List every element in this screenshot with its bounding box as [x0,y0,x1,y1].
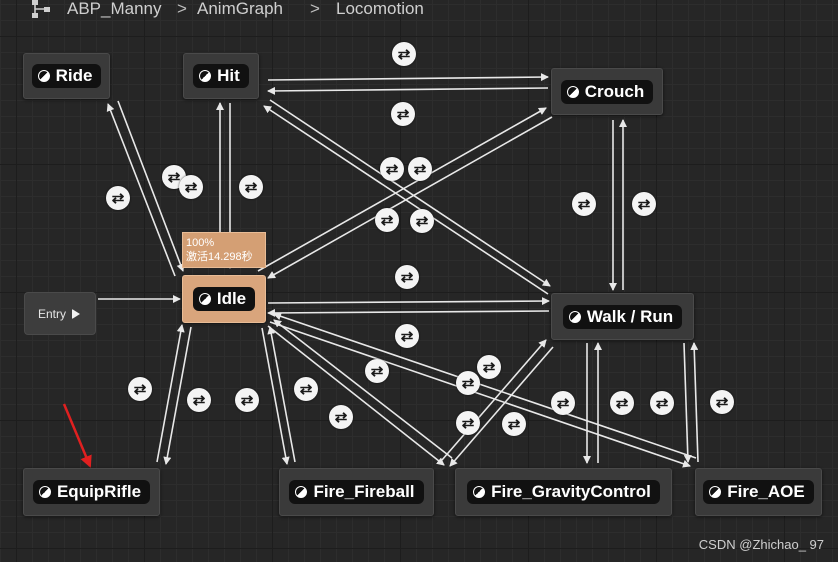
transition-rule-icon[interactable] [610,391,634,415]
transition-rule-icon[interactable] [408,157,432,181]
entry-output-pin[interactable] [72,308,81,319]
transition-rule-icon[interactable] [380,157,404,181]
wire-idle-crouch [257,107,547,272]
state-icon [38,486,51,498]
wire-hit-crouch [267,73,549,82]
wire-idle-walk [267,297,550,306]
state-label-fire-fireball: Fire_Fireball [313,482,415,501]
transition-rule-icon[interactable] [375,208,399,232]
wire-crouch-idle [267,116,553,279]
entry-label: Entry [38,306,67,321]
wire-walk-idle [267,308,550,317]
transition-rule-icon[interactable] [456,371,480,395]
wire-idle-gravity [267,325,445,466]
breadcrumb-separator: > [177,0,187,18]
wire-idle-equip [163,326,192,465]
transition-rule-icon[interactable] [294,377,318,401]
watermark: CSDN @Zhichao_ 97 [698,537,824,552]
transition-rule-icon[interactable] [179,175,203,199]
wire-idle-aoe [269,321,691,468]
transition-rule-icon[interactable] [239,175,263,199]
transition-rule-icon[interactable] [502,412,526,436]
state-node-crouch[interactable]: Crouch [551,68,663,115]
state-icon [295,486,308,498]
breadcrumb: ABP_Manny > AnimGraph > Locomotion [0,0,460,22]
transition-rule-icon[interactable] [106,186,130,210]
transition-rule-icon[interactable] [235,388,259,412]
state-icon [37,70,50,82]
transition-rule-icon[interactable] [128,377,152,401]
wire-aoe-walk [690,342,699,463]
transition-rule-icon[interactable] [365,359,389,383]
wire-gravity-walk [441,339,547,461]
wire-walk-gravity [449,346,554,467]
state-machine-icon [32,0,50,18]
state-label-walk-run: Walk / Run [586,306,674,326]
transition-rule-icon[interactable] [551,391,575,415]
transition-rule-icon[interactable] [650,391,674,415]
state-icon [568,310,581,323]
state-label-ride: Ride [55,66,93,85]
transition-rule-icon[interactable] [710,390,734,414]
state-icon [198,293,211,305]
wire-hit-walk [269,99,551,287]
breadcrumb-separator: > [310,0,320,18]
transition-rule-icon[interactable] [632,192,656,216]
wire-fireball-idle [267,326,296,463]
wire-gravity-idle [273,319,453,459]
state-node-fire-gravity-control[interactable]: Fire_GravityControl [455,468,672,516]
state-icon [566,85,579,98]
transition-rule-icon[interactable] [391,102,415,126]
transition-rule-icon[interactable] [410,209,434,233]
wire-ride-idle [117,100,185,272]
state-node-fire-aoe[interactable]: Fire_AOE [695,468,822,516]
wire-equip-idle [156,324,185,463]
transition-rule-icon[interactable] [187,388,211,412]
active-state-tooltip: 100% 激活14.298秒 [182,232,266,268]
breadcrumb-anim-blueprint[interactable]: ABP_Manny [67,0,162,18]
wire-aoe-idle [273,312,697,459]
transition-rule-icon[interactable] [572,192,596,216]
transition-rule-icon[interactable] [392,42,416,66]
state-label-equip-rifle: EquipRifle [56,482,142,501]
state-node-ride[interactable]: Ride [23,53,110,99]
wire-idle-fireball [261,327,290,465]
state-label-hit: Hit [217,66,240,85]
state-label-fire-aoe: Fire_AOE [727,482,805,501]
transition-rule-icon[interactable] [329,405,353,429]
active-time: 激活14.298秒 [186,251,253,263]
transition-rule-icon[interactable] [395,324,419,348]
entry-node[interactable]: Entry [24,292,96,335]
state-label-crouch: Crouch [584,81,645,101]
state-node-hit[interactable]: Hit [183,53,259,99]
state-node-walk-run[interactable]: Walk / Run [551,293,694,340]
wire-walk-aoe [683,342,692,463]
breadcrumb-animgraph[interactable]: AnimGraph [197,0,283,18]
active-weight: 100% [186,237,215,249]
state-icon [473,486,486,498]
state-node-idle[interactable]: Idle [182,275,266,323]
breadcrumb-locomotion[interactable]: Locomotion [336,0,424,18]
state-label-fire-gravity-control: Fire_GravityControl [491,482,651,501]
wire-idle-ride [106,103,176,277]
state-icon [709,486,722,498]
transition-rule-icon[interactable] [477,355,501,379]
state-node-fire-fireball[interactable]: Fire_Fireball [279,468,434,516]
transition-rule-icon[interactable] [395,265,419,289]
state-node-equip-rifle[interactable]: EquipRifle [23,468,160,516]
transition-rule-icon[interactable] [456,411,480,435]
state-label-idle: Idle [216,289,247,308]
wire-crouch-hit [267,86,549,95]
annotation-arrow [62,403,92,468]
state-icon [199,70,212,82]
